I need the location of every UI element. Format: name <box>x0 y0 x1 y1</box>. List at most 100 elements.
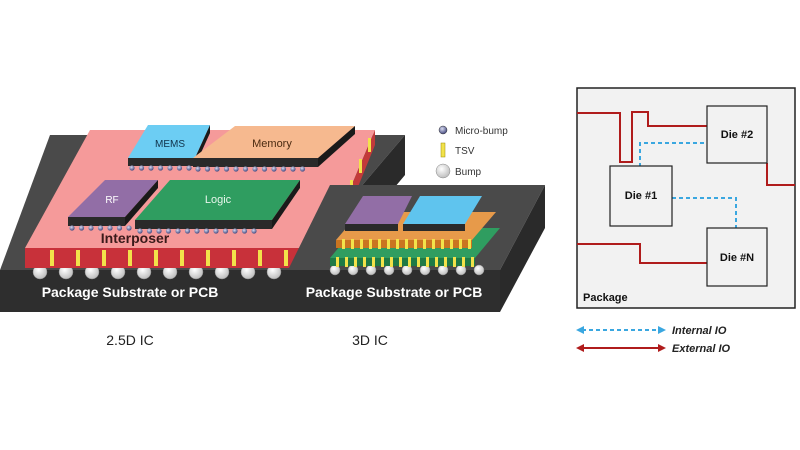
die-layer-2-front <box>336 240 472 248</box>
ic-3d-diagram: Package Substrate or PCB 3D IC <box>288 185 545 348</box>
micro-bump-row-25d <box>69 165 306 234</box>
micro-bump <box>137 228 143 234</box>
tsv <box>423 239 426 249</box>
tsv <box>368 138 371 152</box>
top-chip-blue-front <box>403 224 465 231</box>
substrate-25d-label: Package Substrate or PCB <box>42 284 219 300</box>
micro-bump <box>138 165 145 171</box>
rf-chip-side <box>125 180 158 226</box>
micro-bump <box>222 228 229 234</box>
tsv <box>354 257 357 267</box>
logic-chip-top <box>135 180 300 220</box>
micro-bump <box>69 225 75 231</box>
micro-bump <box>176 165 183 171</box>
internal-io-legend-label: Internal IO <box>672 325 727 337</box>
tsv <box>453 257 456 267</box>
mems-chip-front <box>128 158 195 166</box>
micro-bump <box>223 166 230 172</box>
tsv <box>284 250 288 266</box>
memory-label: Memory <box>252 138 292 150</box>
tsv <box>258 250 262 266</box>
tsv <box>471 257 474 267</box>
tsv <box>369 239 372 249</box>
micro-bump <box>232 228 238 234</box>
tsv <box>76 250 80 266</box>
tsv <box>180 250 184 266</box>
top-chip-blue-top <box>403 196 482 224</box>
substrate-3d-side <box>500 185 545 312</box>
external-io-trace-2 <box>766 163 795 186</box>
micro-bump <box>213 228 219 234</box>
internal-io-arrow-right <box>658 326 666 334</box>
tsv <box>414 239 417 249</box>
micro-bump <box>241 228 248 234</box>
die-1-label: Die #1 <box>625 190 657 202</box>
bump-legend-label: Bump <box>455 167 482 178</box>
micro-bump <box>214 166 220 172</box>
micro-bump <box>186 165 192 171</box>
tsv <box>232 250 236 266</box>
micro-bump <box>116 225 123 231</box>
tsv <box>381 257 384 267</box>
interposer-front <box>25 248 325 268</box>
tsv <box>435 257 438 267</box>
memory-chip-side <box>318 126 355 167</box>
tsv <box>396 239 399 249</box>
tsv <box>468 239 471 249</box>
micro-bump <box>126 225 132 231</box>
tsv <box>359 159 362 173</box>
micro-bump <box>203 228 210 234</box>
bump-legend-icon <box>435 163 451 179</box>
top-chip-purple-top <box>345 196 412 224</box>
bump <box>473 264 485 276</box>
tsv <box>390 257 393 267</box>
tsv <box>154 250 158 266</box>
substrate-3d-front <box>288 270 500 312</box>
tsv-legend-label: TSV <box>455 146 475 157</box>
micro-bump <box>242 166 249 172</box>
micro-bump <box>107 225 113 231</box>
tsv <box>405 239 408 249</box>
micro-bump <box>157 165 164 171</box>
external-io-legend-label: External IO <box>672 343 731 355</box>
micro-bump-legend-label: Micro-bump <box>455 126 508 137</box>
top-chip-purple-front <box>345 224 398 231</box>
tsv-legend-icon <box>440 142 446 158</box>
tsv <box>372 257 375 267</box>
tsv <box>462 257 465 267</box>
logic-chip-front <box>135 220 272 229</box>
micro-bump <box>280 166 287 172</box>
micro-bump <box>195 166 201 172</box>
substrate-3d-label: Package Substrate or PCB <box>306 284 483 300</box>
micro-bump <box>78 225 85 231</box>
tsv <box>399 257 402 267</box>
legend: Micro-bump TSV Bump <box>435 125 508 179</box>
micro-bump <box>129 165 135 171</box>
tsv <box>50 250 54 266</box>
tsv <box>360 239 363 249</box>
external-io-trace-1 <box>577 111 707 163</box>
micro-bump <box>167 165 173 171</box>
micro-bump <box>156 228 162 234</box>
micro-bump <box>88 225 94 231</box>
tsv <box>417 257 420 267</box>
micro-bump <box>251 228 257 234</box>
die-n-box <box>706 227 768 287</box>
micro-bump <box>252 166 258 172</box>
micro-bump <box>233 166 239 172</box>
internal-io-trace-1 <box>639 142 707 167</box>
memory-chip-front <box>193 158 318 167</box>
tsv <box>441 239 444 249</box>
tsv <box>450 239 453 249</box>
micro-bump <box>290 166 296 172</box>
tsv <box>206 250 210 266</box>
die-2-label: Die #2 <box>721 129 753 141</box>
rf-label: RF <box>105 195 118 206</box>
mems-label: MEMS <box>155 139 185 150</box>
interposer-label: Interposer <box>101 230 170 246</box>
tsv <box>102 250 106 266</box>
tsv <box>345 257 348 267</box>
tsv <box>444 257 447 267</box>
micro-bump <box>261 166 268 172</box>
